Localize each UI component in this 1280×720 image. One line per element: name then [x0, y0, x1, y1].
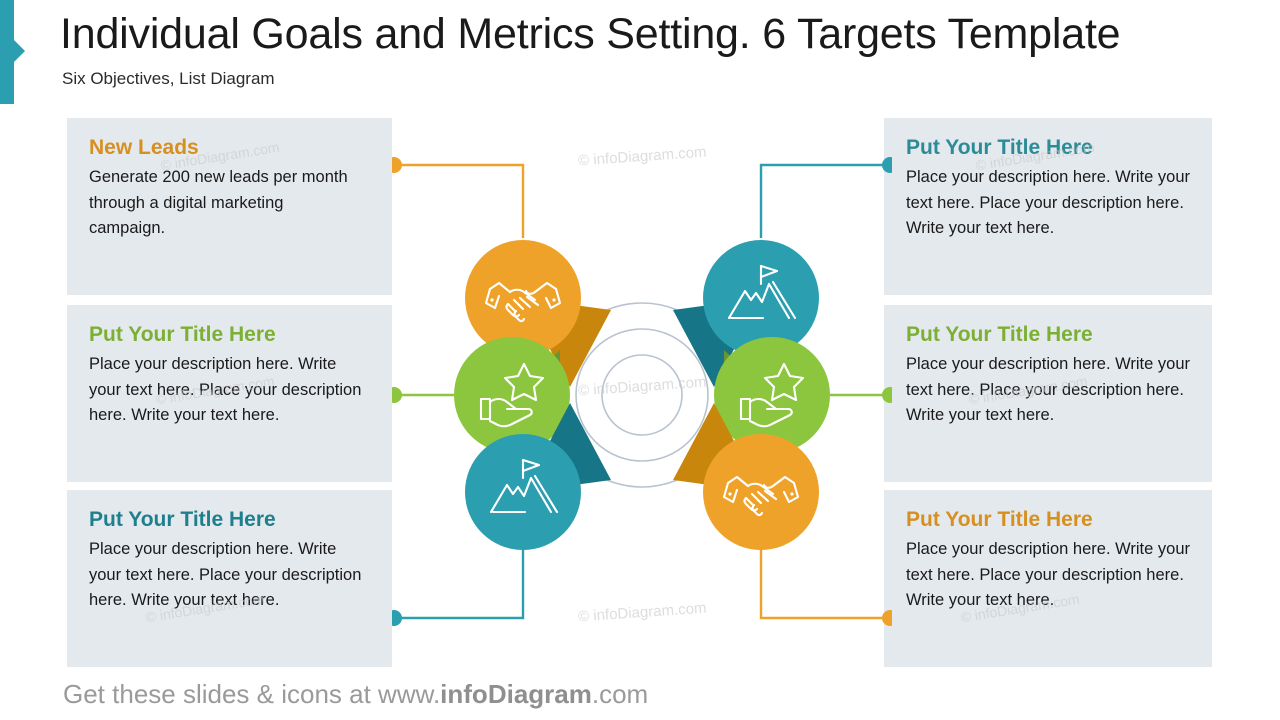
- mountain-flag-icon: [727, 264, 797, 320]
- card-middle-right[interactable]: Put Your Title Here Place your descripti…: [884, 305, 1212, 482]
- connector-dot-middle-right: [882, 387, 892, 403]
- footer-brand: infoDiagram: [440, 679, 592, 709]
- card-body: Place your description here. Write your …: [906, 168, 1190, 237]
- card-body: Place your description here. Write your …: [89, 540, 362, 609]
- footer-suffix: .com: [591, 679, 649, 709]
- six-targets-diagram: [392, 157, 892, 626]
- hand-star-icon: [479, 362, 545, 428]
- card-title: Put Your Title Here: [89, 508, 276, 531]
- petal-middle-right[interactable]: [714, 337, 830, 453]
- petal-bottom-left[interactable]: [465, 403, 611, 550]
- hand-star-icon: [739, 362, 805, 428]
- card-top-left[interactable]: New Leads Generate 200 new leads per mon…: [67, 118, 392, 295]
- handshake-icon: [722, 475, 800, 517]
- header-accent-notch-icon: [14, 40, 25, 62]
- card-body: Generate 200 new leads per month through…: [89, 168, 348, 237]
- card-body: Place your description here. Write your …: [906, 540, 1190, 609]
- card-bottom-right[interactable]: Put Your Title Here Place your descripti…: [884, 490, 1212, 667]
- card-bottom-left[interactable]: Put Your Title Here Place your descripti…: [67, 490, 392, 667]
- page-subtitle: Six Objectives, List Diagram: [62, 69, 275, 88]
- petal-bottom-right[interactable]: [673, 403, 819, 550]
- connector-dot-top-right: [882, 157, 892, 173]
- footer-prefix: Get these slides & icons at www.: [63, 679, 441, 709]
- card-title: New Leads: [89, 136, 199, 159]
- petal-circle: [703, 434, 819, 550]
- header-accent-bar: [0, 0, 14, 104]
- petal-circle: [465, 240, 581, 356]
- petal-circle: [703, 240, 819, 356]
- footer-promo[interactable]: Get these slides & icons at www.infoDiag…: [63, 679, 648, 710]
- card-top-right[interactable]: Put Your Title Here Place your descripti…: [884, 118, 1212, 295]
- petal-top-right[interactable]: [673, 240, 819, 387]
- petal-top-left[interactable]: [465, 240, 611, 387]
- card-title: Put Your Title Here: [89, 323, 276, 346]
- card-middle-left[interactable]: Put Your Title Here Place your descripti…: [67, 305, 392, 482]
- petal-middle-left[interactable]: [454, 337, 570, 453]
- petal-circle: [465, 434, 581, 550]
- connector-dot-bottom-left: [392, 610, 402, 626]
- connector-dot-bottom-right: [882, 610, 892, 626]
- page-title: Individual Goals and Metrics Setting. 6 …: [60, 10, 1121, 58]
- mountain-flag-icon: [489, 458, 559, 514]
- card-title: Put Your Title Here: [906, 323, 1093, 346]
- connectors: [396, 163, 888, 620]
- connector-dot-top-left: [392, 157, 402, 173]
- handshake-icon: [484, 281, 562, 323]
- card-body: Place your description here. Write your …: [906, 355, 1190, 424]
- card-title: Put Your Title Here: [906, 508, 1093, 531]
- card-body: Place your description here. Write your …: [89, 355, 362, 424]
- card-title: Put Your Title Here: [906, 136, 1093, 159]
- connector-dot-middle-left: [392, 387, 402, 403]
